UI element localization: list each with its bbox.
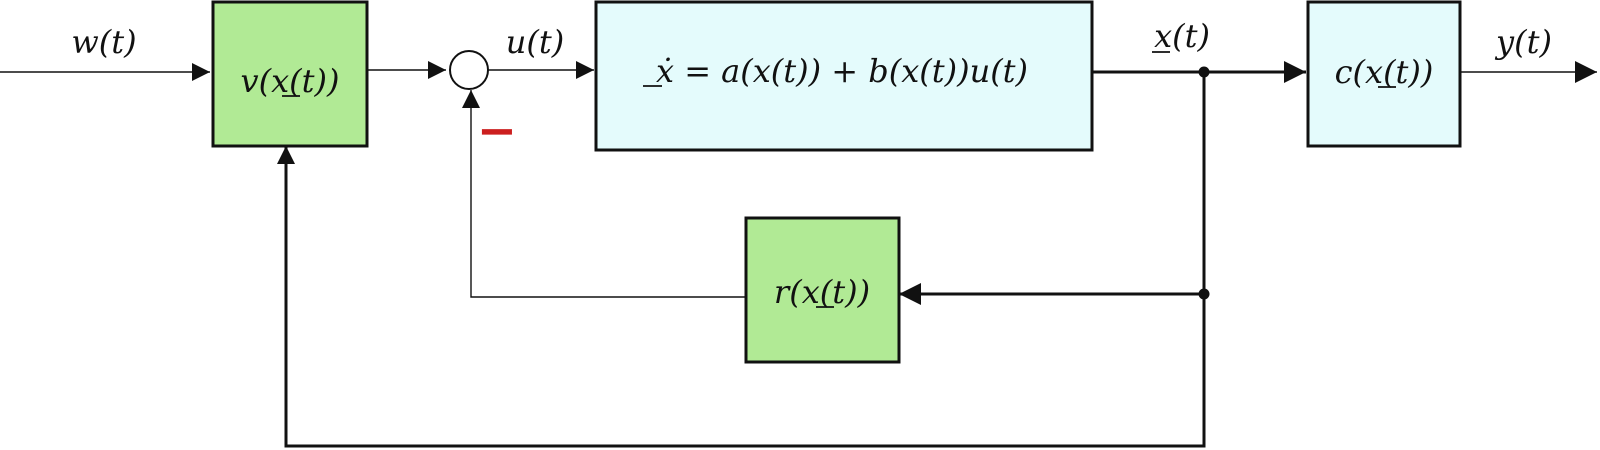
junction-dot-upper — [1198, 66, 1210, 78]
block-plant — [594, 0, 1094, 152]
minus-sign: − — [477, 103, 517, 159]
block-c-label: c(x(t)) — [1335, 53, 1434, 91]
block-r — [744, 216, 901, 364]
summing-junction — [449, 50, 489, 90]
block-plant-label: ẋ = a(x(t)) + b(x(t))u(t) — [656, 52, 1028, 90]
junction-dot-lower — [1198, 288, 1210, 300]
wire-r-to-sum — [462, 90, 745, 298]
wire-x-feedback-vertical — [277, 72, 1206, 448]
signal-label-u: u(t) — [506, 23, 564, 61]
block-v — [211, 0, 369, 148]
block-r-label: r(x(t)) — [774, 273, 870, 311]
signal-label-w: w(t) — [71, 23, 136, 61]
signal-label-x: x(t) — [1154, 17, 1210, 55]
block-c — [1306, 0, 1462, 148]
signal-label-y: y(t) — [1494, 23, 1552, 61]
block-v-label: v(x(t)) — [241, 62, 340, 100]
